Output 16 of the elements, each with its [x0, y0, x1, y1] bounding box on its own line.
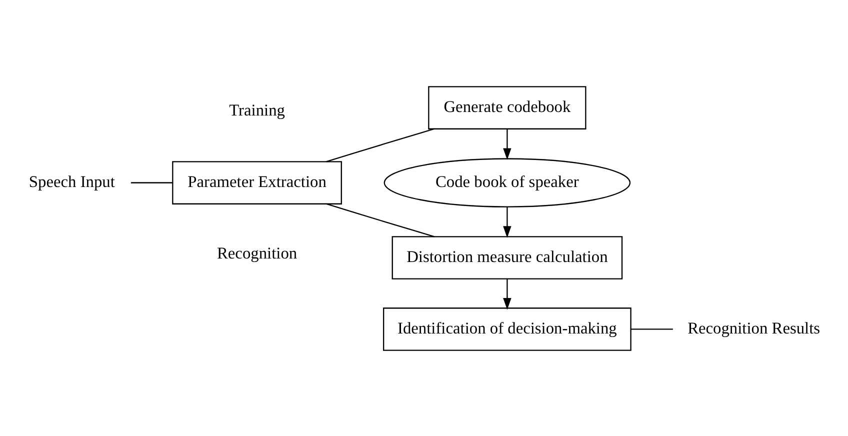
arrow	[503, 278, 512, 310]
connector	[326, 202, 435, 237]
node-text: Recognition Results	[688, 318, 820, 338]
label: Recognition	[216, 243, 298, 262]
connector	[130, 182, 172, 183]
connector	[326, 128, 435, 162]
node-ellipse: Code book of speaker	[384, 158, 631, 207]
node-box: Parameter Extraction	[172, 160, 342, 204]
label: Training	[229, 100, 285, 120]
node-text: Speech Input	[28, 172, 115, 191]
arrow	[503, 128, 512, 160]
connector	[630, 328, 673, 330]
node-box: Generate codebook	[428, 86, 586, 129]
arrow	[503, 206, 512, 238]
node-box: Distortion measure calculation	[392, 236, 623, 279]
node-box: Identification of decision-making	[383, 307, 632, 350]
